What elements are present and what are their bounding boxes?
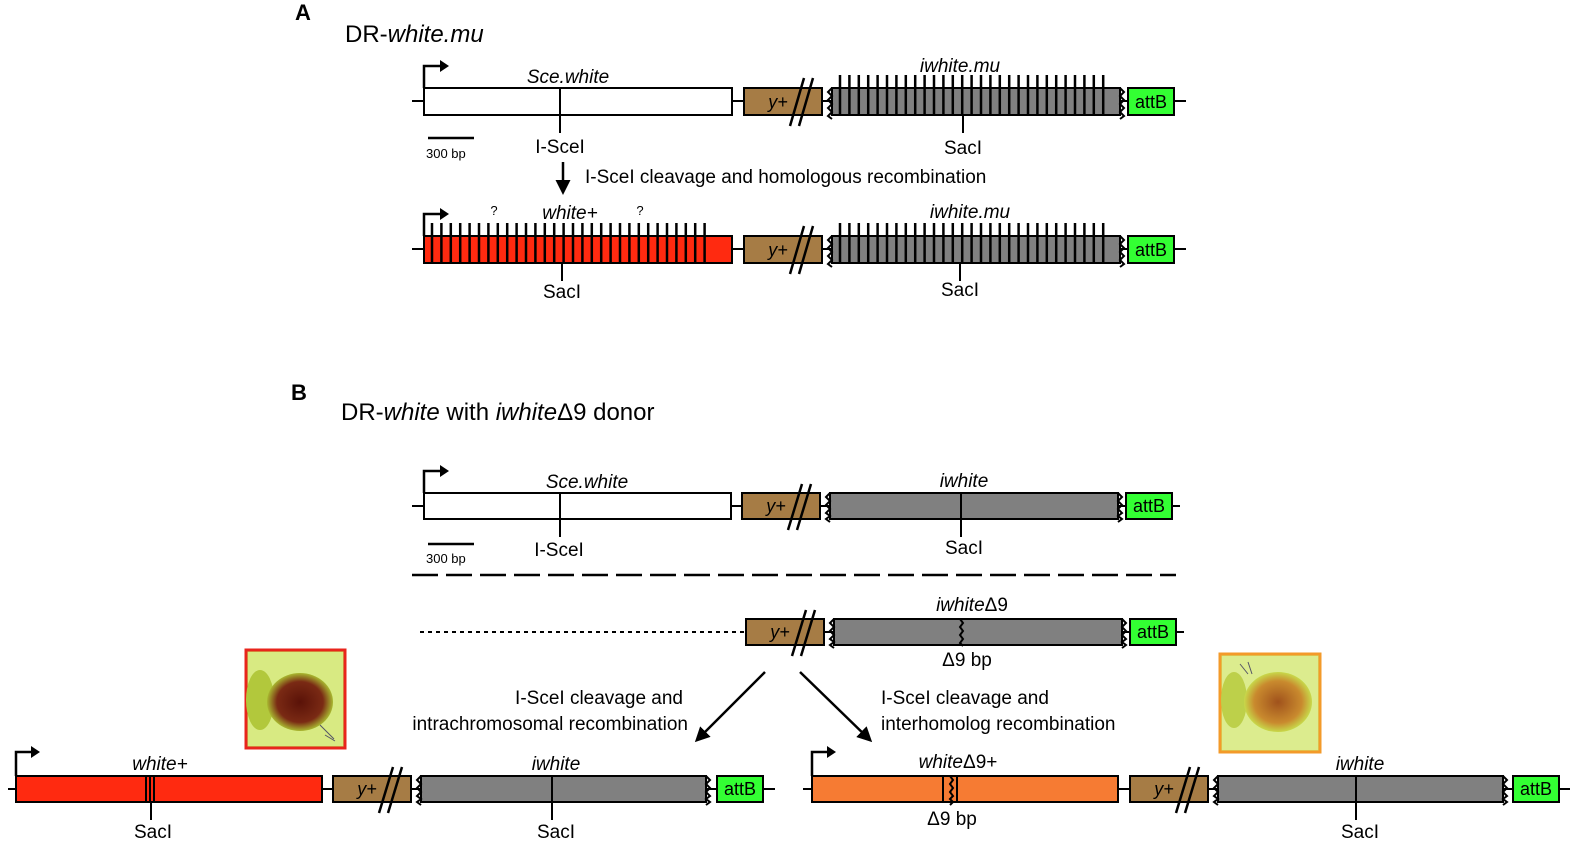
panel-b-title: DR-white with iwhiteΔ9 donor — [341, 399, 655, 426]
iwhite-box — [420, 775, 707, 803]
saci-label: SacI — [134, 822, 172, 843]
yellow-marker-label: y+ — [766, 240, 788, 260]
white-plus-box — [423, 235, 733, 264]
deletion-site — [958, 618, 965, 647]
interhomolog-arrow — [799, 671, 873, 743]
panel-a-letter: A — [295, 0, 311, 25]
yellow-marker-label: y+ — [764, 496, 786, 516]
attb-label: attB — [1135, 92, 1167, 112]
attb-box — [716, 775, 764, 803]
sce-white-label: Sce.white — [546, 472, 628, 493]
left-caption-line2: intrachromosomal recombination — [412, 714, 688, 735]
scale-bar-label: 300 bp — [426, 146, 466, 161]
iwhite-box — [1217, 775, 1504, 803]
yellow-marker-box — [332, 775, 412, 803]
iwhite-box — [829, 492, 1119, 520]
attb-label: attB — [1520, 779, 1552, 799]
sce-white-box — [423, 87, 733, 116]
panel-a-bottom-construct: white+ ? ? SacI y+ iwhite.mu SacI attB — [412, 202, 1186, 303]
panel-b-homolog-construct: y+ iwhiteΔ9 Δ9 bp attB — [420, 595, 1184, 671]
panel-b-top-construct: Sce.white I-SceI 300 bp y+ iwhite SacI a… — [412, 465, 1180, 566]
question-mark-2: ? — [636, 203, 643, 218]
yellow-marker-label: y+ — [768, 622, 790, 642]
iscei-label: I-SceI — [534, 540, 584, 561]
panel-a-arrow-label: I-SceI cleavage and homologous recombina… — [585, 167, 986, 188]
iscei-label: I-SceI — [535, 137, 585, 158]
attb-label: attB — [1137, 622, 1169, 642]
orange-eye-photo — [1218, 652, 1322, 754]
promoter-arrow-icon — [14, 750, 31, 776]
scale-bar-label: 300 bp — [426, 551, 466, 566]
attb-box — [1125, 492, 1173, 520]
white-delta9-plus-label: whiteΔ9+ — [919, 752, 998, 773]
white-plus-label: white+ — [132, 754, 187, 775]
yellow-marker-label: y+ — [1152, 779, 1174, 799]
iwhite-label: iwhite — [532, 754, 581, 775]
iwhite-label: iwhite — [1336, 754, 1385, 775]
iwhite-delta9-label: iwhiteΔ9 — [936, 595, 1008, 616]
promoter-arrow-icon — [810, 750, 827, 776]
promoter-arrow-icon — [422, 469, 440, 493]
promoter-arrow-icon — [422, 64, 440, 88]
yellow-marker-label: y+ — [766, 92, 788, 112]
question-mark-1: ? — [490, 203, 497, 218]
iwhite-mu-box — [831, 87, 1121, 116]
iwhite-mu-mutations — [838, 223, 1105, 263]
iwhite-mu-label: iwhite.mu — [920, 56, 1001, 77]
attb-label: attB — [1133, 496, 1165, 516]
attb-box — [1512, 775, 1560, 803]
yellow-marker-label: y+ — [355, 779, 377, 799]
attb-label: attB — [724, 779, 756, 799]
saci-label: SacI — [537, 822, 575, 843]
panel-a-top-construct: Sce.white I-SceI 300 bp y+ iwhite.mu Sac… — [412, 56, 1186, 161]
attb-box — [1129, 618, 1177, 646]
iwhite-mu-box — [831, 235, 1121, 264]
iwhite-delta9-box — [833, 618, 1123, 646]
right-caption-line1: I-SceI cleavage and — [881, 688, 1049, 709]
left-caption-line1: I-SceI cleavage and — [515, 688, 683, 709]
sce-white-label: Sce.white — [527, 67, 609, 88]
right-outcome-construct: whiteΔ9+ Δ9 bp y+ iwhite SacI attB — [803, 746, 1570, 843]
saci-label: SacI — [944, 138, 982, 159]
white-plus-mutations — [430, 223, 706, 263]
attb-label: attB — [1135, 240, 1167, 260]
iwhite-mu-mutations — [838, 75, 1105, 115]
red-eye-photo — [244, 648, 347, 750]
delta9-bp-label: Δ9 bp — [942, 650, 992, 671]
promoter-arrow-icon — [422, 212, 440, 236]
left-outcome-construct: white+ SacI y+ iwhite SacI attB — [8, 746, 775, 843]
saci-label: SacI — [945, 538, 983, 559]
iwhite-label: iwhite — [940, 471, 989, 492]
attb-box — [1127, 235, 1175, 264]
white-delta9-plus-box — [811, 775, 1119, 803]
intrachromosomal-arrow — [694, 671, 766, 743]
delta9-bp-label: Δ9 bp — [927, 809, 977, 830]
right-caption-line2: interhomolog recombination — [881, 714, 1115, 735]
saci-label: SacI — [941, 280, 979, 301]
white-plus-box — [15, 775, 323, 803]
panel-b-letter: B — [291, 380, 307, 405]
sce-white-box — [423, 492, 732, 520]
panel-a-title: DR-white.mu — [345, 21, 484, 48]
attb-box — [1127, 87, 1175, 116]
saci-label: SacI — [1341, 822, 1379, 843]
saci-label: SacI — [543, 282, 581, 303]
iwhite-mu-label: iwhite.mu — [930, 202, 1011, 223]
white-plus-label: white+ — [542, 203, 597, 224]
